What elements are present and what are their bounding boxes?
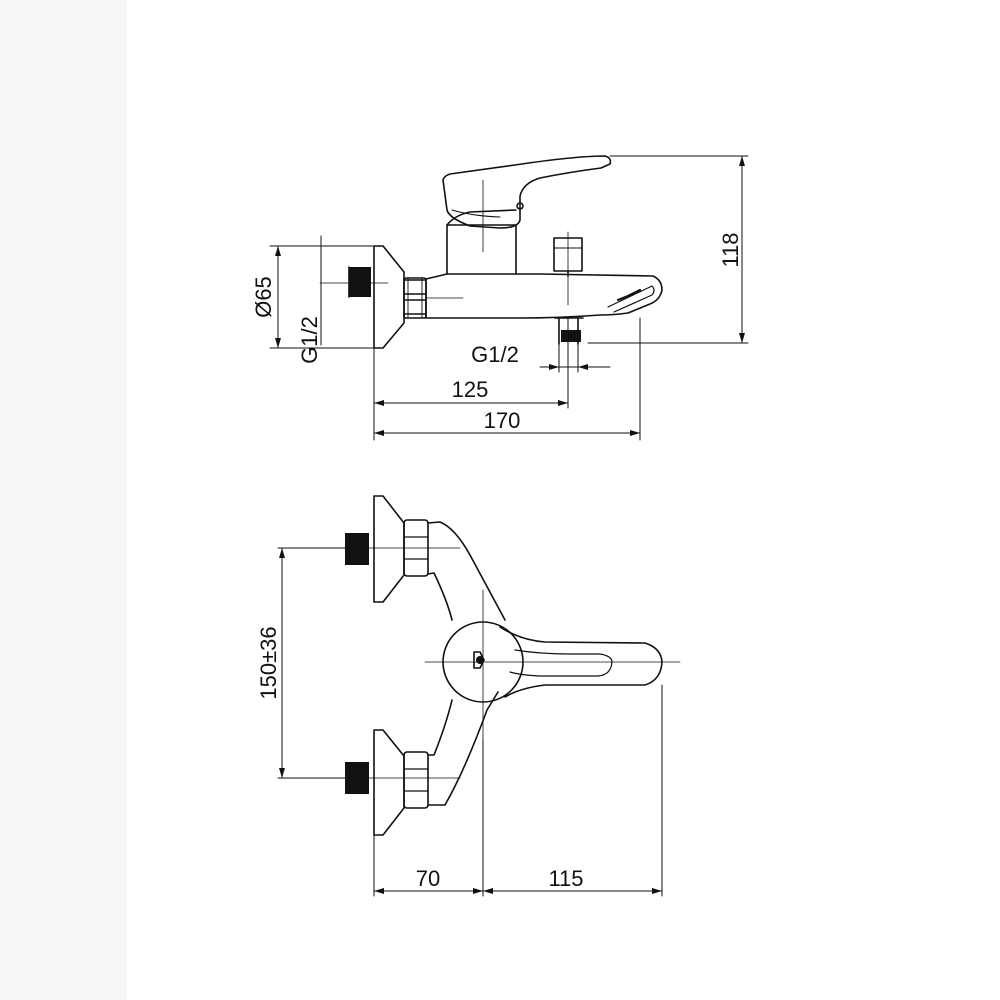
top-view: 150±36 70 115 <box>256 495 681 897</box>
upper-wall-flange <box>373 495 405 603</box>
dim-center-to-handle-tip: 115 <box>548 866 583 891</box>
lower-hex-nut <box>403 751 429 809</box>
dim-length-shower-outlet: 125 <box>452 377 489 402</box>
inlet-thread <box>348 266 371 298</box>
hex-nut <box>403 277 427 319</box>
dim-wall-to-center: 70 <box>416 866 440 891</box>
side-center-lines <box>319 179 569 306</box>
top-body-arms <box>427 521 506 806</box>
dim-inlet-centers: 150±36 <box>256 626 281 699</box>
wall-flange <box>373 245 405 349</box>
dim-total-height: 118 <box>718 232 743 267</box>
dim-diameter-flange: Ø65 <box>251 276 276 318</box>
lower-wall-flange <box>373 729 405 836</box>
side-view: Ø65 G1/2 G1/2 125 170 118 <box>251 155 749 441</box>
lever-handle <box>442 155 612 275</box>
left-margin-strip <box>0 0 127 1000</box>
dim-thread-shower: G1/2 <box>471 342 519 367</box>
top-arrowheads <box>279 548 662 894</box>
dim-thread-inlet: G1/2 <box>297 316 322 364</box>
upper-inlet-thread <box>345 533 369 565</box>
top-dimension-lines <box>277 547 663 897</box>
shower-outlet-thread <box>554 317 584 345</box>
dim-total-length: 170 <box>484 408 521 433</box>
side-dimension-lines <box>269 155 749 441</box>
side-arrowheads <box>275 156 745 436</box>
mixer-body <box>425 273 663 319</box>
